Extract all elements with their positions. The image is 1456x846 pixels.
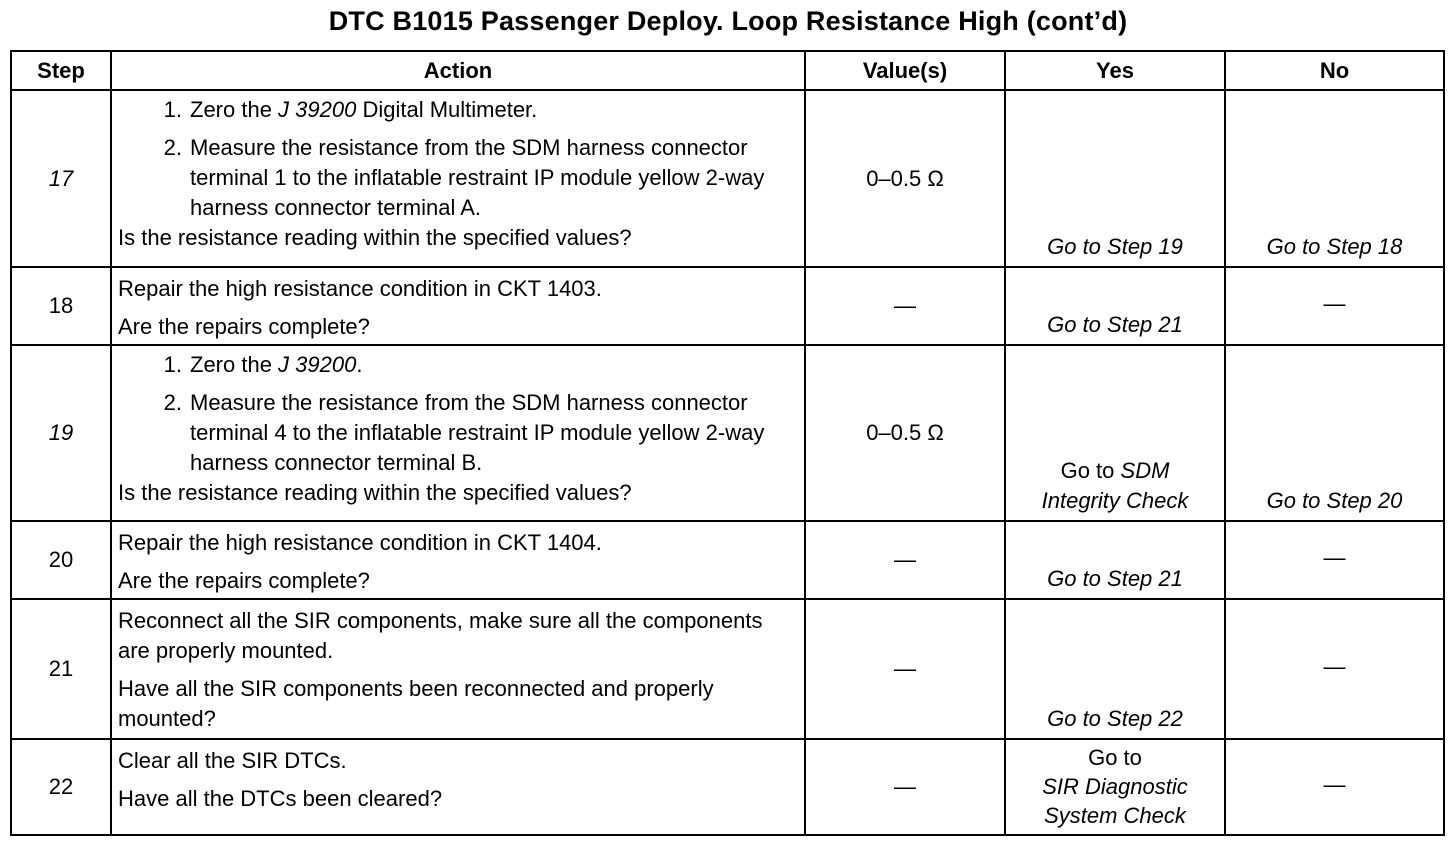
action-text: Digital Multimeter. <box>356 97 538 122</box>
action-cell: Reconnect all the SIR components, make s… <box>110 598 806 740</box>
header-step: Step <box>10 50 112 91</box>
yes-cell: Go to Step 19 <box>1004 89 1226 268</box>
diagnostic-table: Step Action Value(s) Yes No 17 1. Zero t… <box>10 50 1445 836</box>
question-text: Is the resistance reading within the spe… <box>118 225 632 250</box>
action-text: Repair the high resistance condition in … <box>118 530 602 555</box>
step-number: 21 <box>10 598 112 740</box>
action-steps: 1. Zero the J 39200. 2. Measure the resi… <box>118 350 798 478</box>
action-cell: Repair the high resistance condition in … <box>110 266 806 346</box>
table-row: 19 1. Zero the J 39200. 2. Measure the r… <box>10 344 1445 522</box>
question-text: Have all the SIR components been reconne… <box>118 676 714 731</box>
table-row: 20 Repair the high resistance condition … <box>10 520 1445 600</box>
yes-text: Go to <box>1060 458 1121 483</box>
no-cell: — <box>1224 520 1445 600</box>
table-row: 22 Clear all the SIR DTCs. Have all the … <box>10 738 1445 836</box>
step-number: 20 <box>10 520 112 600</box>
question-text: Is the resistance reading within the spe… <box>118 480 632 505</box>
no-cell: — <box>1224 266 1445 346</box>
header-no: No <box>1224 50 1445 91</box>
list-item: 2. Measure the resistance from the SDM h… <box>118 388 798 478</box>
step-number: 18 <box>10 266 112 346</box>
yes-cell: Go to Step 21 <box>1004 266 1226 346</box>
action-text: Reconnect all the SIR components, make s… <box>118 608 763 663</box>
yes-link-text: System Check <box>1044 803 1186 828</box>
value-cell: — <box>804 598 1006 740</box>
step-number: 22 <box>10 738 112 836</box>
question-text: Are the repairs complete? <box>118 568 370 593</box>
list-item: 1. Zero the J 39200. <box>118 350 798 380</box>
yes-cell: Go to SIR Diagnostic System Check <box>1004 738 1226 836</box>
value-cell: 0–0.5 Ω <box>804 89 1006 268</box>
table-row: 18 Repair the high resistance condition … <box>10 266 1445 346</box>
action-cell: 1. Zero the J 39200 Digital Multimeter. … <box>110 89 806 268</box>
step-number: 17 <box>10 89 112 268</box>
action-cell: Repair the high resistance condition in … <box>110 520 806 600</box>
yes-cell: Go to Step 22 <box>1004 598 1226 740</box>
action-cell: Clear all the SIR DTCs. Have all the DTC… <box>110 738 806 836</box>
action-text: . <box>356 352 363 377</box>
no-cell: Go to Step 18 <box>1224 89 1445 268</box>
action-text: Repair the high resistance condition in … <box>118 276 602 301</box>
value-cell: — <box>804 738 1006 836</box>
yes-link-text: Integrity Check <box>1041 488 1189 513</box>
value-cell: — <box>804 266 1006 346</box>
yes-cell: Go to SDM Integrity Check <box>1004 344 1226 522</box>
yes-link-text: SDM <box>1120 458 1170 483</box>
question-text: Are the repairs complete? <box>118 314 370 339</box>
list-item: 2. Measure the resistance from the SDM h… <box>118 133 798 223</box>
no-cell: — <box>1224 738 1445 836</box>
yes-link-text: SIR Diagnostic <box>1042 774 1188 799</box>
page-title: DTC B1015 Passenger Deploy. Loop Resista… <box>328 6 1128 36</box>
tool-name: J 39200 <box>278 352 357 377</box>
action-cell: 1. Zero the J 39200. 2. Measure the resi… <box>110 344 806 522</box>
yes-text: Go to <box>1088 745 1142 770</box>
table-row: 17 1. Zero the J 39200 Digital Multimete… <box>10 89 1445 268</box>
table-header-row: Step Action Value(s) Yes No <box>10 50 1445 91</box>
table-row: 21 Reconnect all the SIR components, mak… <box>10 598 1445 740</box>
step-number: 19 <box>10 344 112 522</box>
yes-cell: Go to Step 21 <box>1004 520 1226 600</box>
action-steps: 1. Zero the J 39200 Digital Multimeter. … <box>118 95 798 223</box>
action-text: Zero the <box>190 352 279 377</box>
value-cell: — <box>804 520 1006 600</box>
no-cell: Go to Step 20 <box>1224 344 1445 522</box>
action-text: Clear all the SIR DTCs. <box>118 748 347 773</box>
question-text: Have all the DTCs been cleared? <box>118 786 443 811</box>
value-cell: 0–0.5 Ω <box>804 344 1006 522</box>
header-yes: Yes <box>1004 50 1226 91</box>
list-item: 1. Zero the J 39200 Digital Multimeter. <box>118 95 798 125</box>
header-action: Action <box>110 50 806 91</box>
no-cell: — <box>1224 598 1445 740</box>
list-number: 2. <box>163 390 182 415</box>
list-number: 1. <box>163 352 182 377</box>
action-text: Measure the resistance from the SDM harn… <box>190 135 765 220</box>
action-text: Zero the <box>190 97 279 122</box>
list-number: 2. <box>163 135 182 160</box>
tool-name: J 39200 <box>278 97 357 122</box>
header-values: Value(s) <box>804 50 1006 91</box>
action-text: Measure the resistance from the SDM harn… <box>190 390 765 475</box>
list-number: 1. <box>163 97 182 122</box>
